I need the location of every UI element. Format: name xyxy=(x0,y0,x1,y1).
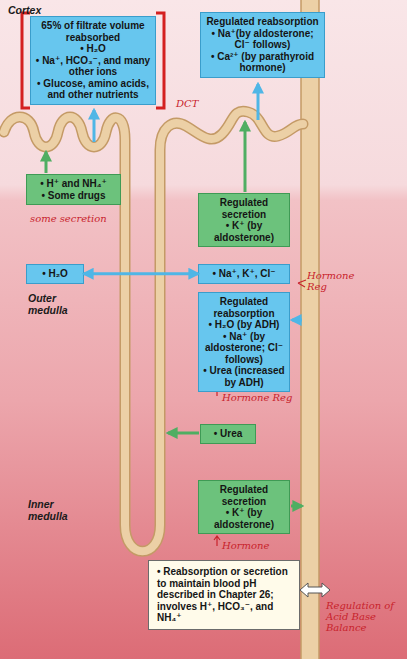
box-heading: Regulated reabsorption xyxy=(205,16,320,28)
box-text: • Na⁺, K⁺, Cl⁻ xyxy=(203,268,285,280)
renal-tubule xyxy=(4,111,303,551)
note-box: • Reabsorption or secretion to maintain … xyxy=(148,560,300,630)
box-text: • Urea xyxy=(205,428,251,440)
box-heading: Regulated secretion xyxy=(203,197,285,220)
collecting-duct xyxy=(301,0,319,659)
box-text: • H₂O (by ADH) xyxy=(203,319,285,331)
reabsorption-box: 65% of filtrate volume reabsorbed• H₂O• … xyxy=(30,16,156,105)
reabsorption-box: Regulated reabsorption• Na⁺(by aldostero… xyxy=(200,12,325,78)
secretion-box: Regulated secretion• K⁺ (by aldosterone) xyxy=(198,480,290,534)
reabsorption-arrow xyxy=(93,110,96,142)
handwritten-note: Hormone Reg xyxy=(307,270,359,292)
handwritten-arrow xyxy=(298,280,306,287)
reabsorption-box: • Na⁺, K⁺, Cl⁻ xyxy=(198,264,290,284)
double-arrow xyxy=(300,583,330,597)
secretion-box: • H⁺ and NH₄⁺• Some drugs xyxy=(26,174,121,205)
secretion-arrow xyxy=(291,505,302,508)
box-text: • K⁺ (by aldosterone) xyxy=(203,220,285,243)
handwritten-note: some secretion xyxy=(30,213,120,224)
box-text: • Some drugs xyxy=(31,190,116,202)
reabsorption-box: Regulated reabsorption• H₂O (by ADH)• Na… xyxy=(198,292,290,392)
box-text: • K⁺ (by aldosterone) xyxy=(203,507,285,530)
box-text: • H₂O xyxy=(31,268,79,280)
box-text: • Na⁺ (by aldosterone; Cl⁻ follows) xyxy=(203,331,285,366)
urea-arrow xyxy=(168,432,199,435)
box-heading: Regulated reabsorption xyxy=(203,296,285,319)
handwritten-arrow xyxy=(214,536,220,546)
highlight-bracket xyxy=(22,13,30,108)
renal-tubule-outline xyxy=(4,111,303,551)
box-text: • Na⁺, HCO₃⁻, and many other ions xyxy=(35,55,151,78)
box-text: • Na⁺(by aldosterone; Cl⁻ follows) xyxy=(205,28,320,51)
region-label: Outer medulla xyxy=(28,292,80,316)
box-text: • H⁺ and NH₄⁺ xyxy=(31,178,116,190)
box-text: • Urea (increased by ADH) xyxy=(203,365,285,388)
handwritten-note: DCT xyxy=(176,98,216,109)
handwritten-note: Hormone Reg xyxy=(222,392,312,403)
box-text: • Reabsorption or secretion to maintain … xyxy=(157,566,291,624)
handwritten-note: Regulation of Acid Base Balance xyxy=(326,600,406,633)
box-text: • Glucose, amino acids, and other nutrie… xyxy=(35,78,151,101)
box-heading: 65% of filtrate volume reabsorbed xyxy=(35,20,151,43)
reabsorption-arrow xyxy=(292,319,302,322)
box-text: • Ca²⁺ (by parathyroid hormone) xyxy=(205,51,320,74)
box-text: • H₂O xyxy=(35,43,151,55)
region-label: Cortex xyxy=(8,4,78,16)
reabsorption-box: • H₂O xyxy=(26,264,84,284)
box-heading: Regulated secretion xyxy=(203,484,285,507)
transport-arrow xyxy=(84,272,198,275)
secretion-arrow xyxy=(45,152,48,173)
region-label: Inner medulla xyxy=(28,498,80,522)
handwritten-note: Hormone xyxy=(222,540,292,551)
secretion-box: • Urea xyxy=(200,424,256,444)
secretion-box: Regulated secretion• K⁺ (by aldosterone) xyxy=(198,193,290,247)
highlight-bracket xyxy=(156,13,164,108)
reabsorption-arrow xyxy=(257,84,260,120)
secretion-arrow xyxy=(244,122,247,192)
